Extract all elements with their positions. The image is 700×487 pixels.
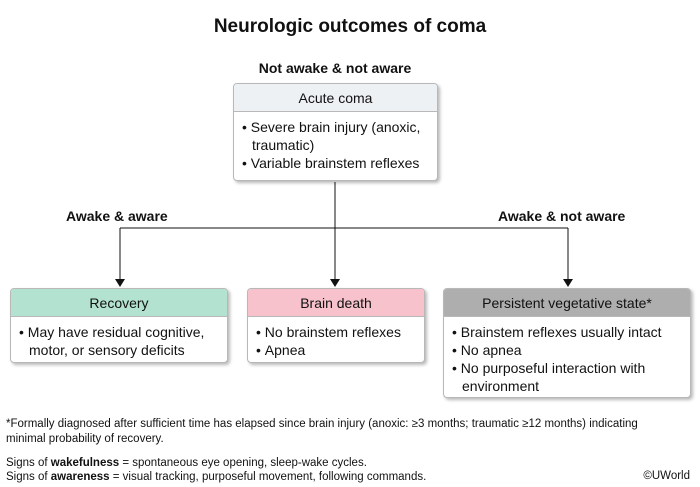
label-not-awake-not-aware: Not awake & not aware [258, 60, 412, 76]
footnote-prefix: Signs of [6, 457, 51, 469]
bullet-item: Severe brain injury (anoxic, traumatic) [242, 118, 429, 154]
bullet-item: No apnea [452, 341, 682, 359]
copyright-text: ©UWorld [643, 470, 690, 482]
pvs-bullets: Brainstem reflexes usually intact No apn… [444, 317, 690, 395]
footnote-definition: = visual tracking, purposeful movement, … [109, 471, 427, 483]
bullet-item: No brainstem reflexes [256, 323, 416, 341]
awareness-term: awareness [50, 471, 110, 483]
arrow-recovery [115, 279, 125, 287]
recovery-header: Recovery [11, 289, 227, 317]
wakefulness-term: wakefulness [50, 457, 120, 469]
acute-coma-bullets: Severe brain injury (anoxic, traumatic) … [234, 112, 437, 172]
arrow-pvs [563, 279, 573, 287]
footnote-asterisk: *Formally diagnosed after sufficient tim… [6, 418, 638, 445]
brain-death-bullets: No brainstem reflexes Apnea [248, 317, 424, 359]
pvs-header: Persistent vegetative state* [444, 289, 690, 317]
persistent-vegetative-state-box: Persistent vegetative state* Brainstem r… [443, 288, 691, 398]
recovery-bullets: May have residual cognitive, motor, or s… [11, 317, 227, 359]
bullet-item: Brainstem reflexes usually intact [452, 323, 682, 341]
label-awake-aware: Awake & aware [66, 208, 168, 224]
acute-coma-header: Acute coma [234, 84, 437, 112]
bullet-item: No purposeful interaction with environme… [452, 359, 682, 395]
bullet-item: Variable brainstem reflexes [242, 154, 429, 172]
label-awake-not-aware: Awake & not aware [498, 208, 626, 224]
acute-coma-box: Acute coma Severe brain injury (anoxic, … [233, 83, 438, 181]
footnote-definition: = spontaneous eye opening, sleep-wake cy… [119, 457, 367, 469]
arrow-brain-death [330, 279, 340, 287]
brain-death-header: Brain death [248, 289, 424, 317]
footnote-awareness: Signs of awareness = visual tracking, pu… [6, 470, 426, 485]
brain-death-box: Brain death No brainstem reflexes Apnea [247, 288, 425, 363]
bullet-item: Apnea [256, 341, 416, 359]
footnote-wakefulness: Signs of wakefulness = spontaneous eye o… [6, 456, 367, 471]
diagram-title: Neurologic outcomes of coma [213, 16, 487, 37]
footnote-prefix: Signs of [6, 471, 51, 483]
bullet-item: May have residual cognitive, motor, or s… [19, 323, 219, 359]
recovery-box: Recovery May have residual cognitive, mo… [10, 288, 228, 363]
